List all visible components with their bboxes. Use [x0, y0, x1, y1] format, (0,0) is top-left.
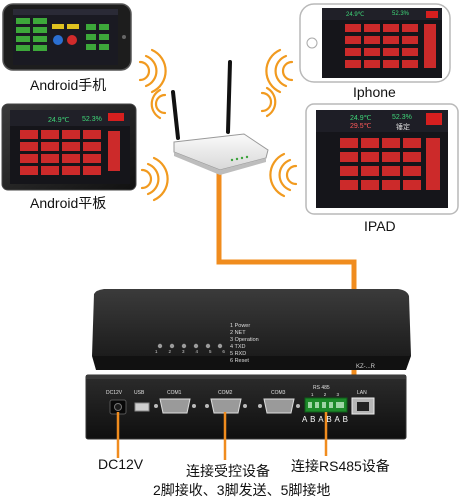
- ipad-device: [305, 103, 459, 215]
- led-number: 1: [155, 349, 158, 354]
- dc-port: [109, 399, 127, 415]
- com1-port-label: COM1: [167, 390, 182, 396]
- indicator-rxd: 5 RXD: [230, 351, 247, 357]
- com3-port-label: COM3: [271, 390, 286, 396]
- rs485-port-label: RS 485: [313, 385, 330, 391]
- indicator-operation: 3 Operation: [230, 337, 259, 343]
- iphone-device: [299, 3, 451, 83]
- rs485-group-numbers: 1 2 3: [311, 392, 339, 397]
- com2-port-label: COM2: [218, 390, 233, 396]
- ipad-label: IPAD: [364, 218, 396, 234]
- led-number: 4: [195, 349, 198, 354]
- dc-port-label: DC12V: [106, 390, 123, 396]
- android-phone-label: Android手机: [30, 77, 107, 93]
- com-callout-title: 连接受控设备: [186, 463, 270, 479]
- com2-port: [205, 398, 247, 414]
- android-tablet-label: Android平板: [30, 195, 107, 211]
- led-number: 5: [208, 349, 212, 354]
- led-number: 2: [168, 349, 171, 354]
- iphone-humidity-readout: 52.3%: [392, 11, 410, 17]
- model-label: KZ-...R: [356, 364, 375, 370]
- led-number-row: 1 2 3 4 5 6: [155, 349, 225, 354]
- rs485-group: 3: [336, 392, 339, 397]
- led-number: 6: [222, 349, 225, 354]
- ipad-temp-b-readout: 29.5℃: [350, 123, 372, 130]
- com3-port: [258, 398, 300, 414]
- lan-port-label: LAN: [357, 390, 367, 396]
- ipad-temp-readout: 24.9℃: [350, 115, 372, 122]
- iphone-temp-readout: 24.9℃: [346, 12, 365, 18]
- indicator-txd: 4 TXD: [230, 344, 246, 350]
- rs485-pin: A: [302, 415, 308, 424]
- wifi-router: [171, 60, 269, 175]
- led-number: 3: [181, 349, 185, 354]
- rs485-pin-labels: A B A B A B: [302, 415, 348, 424]
- usb-port: [134, 402, 150, 412]
- tablet-temp-readout: 24.9℃: [48, 117, 70, 124]
- ipad-humidity-readout: 52.3%: [392, 114, 412, 121]
- com-callout-pins: 2脚接收、3脚发送、5脚接地: [153, 482, 331, 498]
- rs485-pin: A: [334, 415, 340, 424]
- rs485-pin: B: [342, 415, 348, 424]
- android-tablet-device: [1, 103, 137, 191]
- indicator-power: 1 Power: [230, 323, 251, 329]
- rs485-pin: A: [318, 415, 324, 424]
- rs485-group: 1: [311, 392, 314, 397]
- indicator-legend: 1 Power 2 NET 3 Operation 4 TXD 5 RXD 6 …: [230, 323, 259, 365]
- tablet-humidity-readout: 52.3%: [82, 116, 102, 123]
- dc12v-callout: DC12V: [98, 456, 144, 472]
- lan-port: [351, 397, 375, 415]
- wifi-signal-icons: [138, 48, 298, 202]
- ipad-mode-readout: 锤定: [396, 124, 410, 131]
- indicator-reset: 6 Reset: [230, 358, 249, 364]
- rs485-group: 2: [323, 392, 327, 397]
- rs485-terminal: [304, 397, 348, 413]
- indicator-net: 2 NET: [230, 330, 246, 336]
- rs485-callout: 连接RS485设备: [291, 458, 390, 474]
- com1-port: [154, 398, 196, 414]
- android-phone-device: [2, 3, 132, 71]
- rs485-pin: B: [326, 415, 332, 424]
- usb-port-label: USB: [134, 390, 145, 396]
- rs485-pin: B: [310, 415, 316, 424]
- iphone-label: Iphone: [353, 84, 396, 100]
